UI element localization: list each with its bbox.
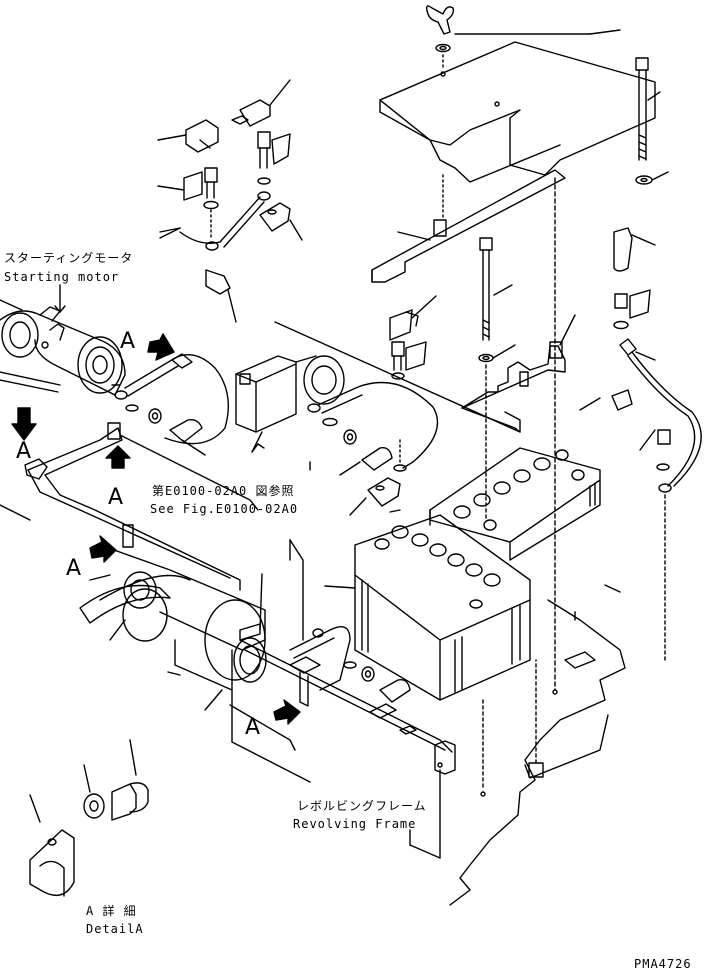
detail-a-jp-label: A 詳 細 (86, 904, 137, 918)
wing-nut-icon (427, 6, 590, 70)
view-marker-a-1: A (120, 329, 136, 354)
see-fig-en-label: See Fig.E0100-02A0 (150, 502, 299, 516)
battery-hold-bracket (372, 170, 565, 690)
harness-frame (0, 423, 258, 590)
frame-cable (240, 627, 455, 774)
see-fig-jp-label: 第E0100-02A0 図参照 (152, 484, 295, 498)
starting-motor-jp-label: スターティングモータ (4, 251, 134, 265)
battery-cover-plate (380, 42, 655, 182)
bolt-and-cap (390, 296, 436, 379)
cable-lug (206, 270, 236, 322)
battery-clamp (350, 478, 400, 515)
starting-motor-en-label: Starting motor (4, 270, 120, 284)
battery-rear (430, 448, 600, 560)
drawing-code: PMA4726 (634, 957, 692, 971)
starting-motor (0, 285, 125, 395)
ground-cable (580, 228, 701, 660)
frame-structure (80, 545, 310, 782)
revolving-frame-jp-label: レボルビングフレーム (297, 799, 427, 813)
terminal-caps-group (158, 80, 290, 240)
relay-cable (308, 383, 438, 476)
short-cable (160, 192, 270, 250)
starter-cable (115, 354, 228, 455)
angle-bracket (462, 315, 575, 432)
detail-a-clip (30, 740, 148, 896)
revolving-frame-en-label: Revolving Frame (293, 817, 417, 831)
view-arrow-icon (12, 334, 300, 724)
revolving-frame (450, 585, 625, 905)
terminal-clamp (260, 203, 302, 240)
j-bolt-icon (479, 238, 515, 520)
view-marker-a-2: A (16, 439, 32, 464)
long-bolt-icon (636, 58, 668, 184)
battery-front (325, 515, 530, 700)
view-marker-a-4: A (66, 556, 82, 581)
view-marker-a-3: A (108, 485, 124, 510)
view-marker-a-5: A (245, 715, 261, 740)
battery-relay (236, 356, 344, 452)
detail-a-en-label: DetailA (86, 922, 144, 936)
